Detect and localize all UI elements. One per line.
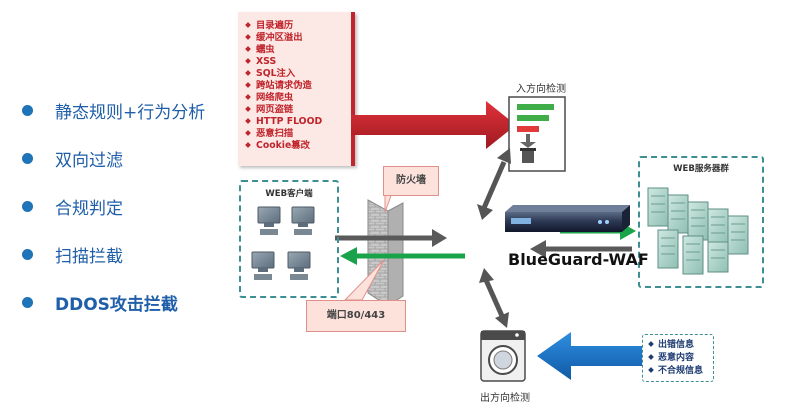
attack-item: Cookie篡改	[245, 140, 322, 152]
web-server-label: WEB服务器群	[673, 164, 729, 174]
attack-item: SQL注入	[245, 68, 322, 80]
feature-item: 扫描拦截	[22, 230, 242, 278]
diamond-bullet-icon	[648, 366, 654, 373]
outbound-item-label: 不合规信息	[658, 366, 704, 376]
inbound-detection-label: 入方向检测	[516, 84, 566, 95]
attack-label: 跨站请求伪造	[256, 80, 312, 91]
feature-item: 合规判定	[22, 182, 242, 230]
attack-label: 缓冲区溢出	[256, 32, 303, 43]
attack-label: 网络爬虫	[256, 92, 294, 103]
waf-appliance	[505, 205, 630, 232]
inbound-link-arrow	[477, 148, 511, 220]
attack-item: 目录遍历	[245, 20, 322, 32]
attack-label: SQL注入	[256, 68, 296, 79]
diamond-bullet-icon	[648, 353, 654, 360]
outbound-item: 出错信息	[648, 339, 713, 352]
outbound-item: 不合规信息	[648, 365, 713, 378]
attack-item: 网络爬虫	[245, 92, 322, 104]
feature-label: 扫描拦截	[55, 246, 123, 267]
server-racks	[647, 187, 749, 275]
feature-label: 双向过滤	[55, 150, 123, 171]
port-label: 端口80/443	[326, 310, 386, 321]
feature-item: 静态规则+行为分析	[22, 86, 242, 134]
inbound-detection-icon	[508, 96, 566, 172]
attack-label: 蠕虫	[256, 44, 275, 55]
attack-item: HTTP FLOOD	[245, 116, 323, 128]
client-pcs	[251, 206, 315, 280]
outbound-arrow	[537, 332, 643, 380]
pc-icon	[257, 206, 281, 235]
feature-label: DDOS攻击拦截	[55, 294, 178, 315]
feature-label: 静态规则+行为分析	[55, 102, 206, 123]
attack-arrow	[351, 101, 516, 149]
pc-icon	[287, 251, 311, 280]
port-callout: 端口80/443	[306, 300, 406, 332]
outbound-items-box: 出错信息 恶意内容 不合规信息	[642, 334, 714, 382]
outbound-item: 恶意内容	[648, 352, 713, 365]
attack-item: 蠕虫	[245, 44, 322, 56]
outbound-detection-icon	[480, 330, 526, 382]
feature-item: DDOS攻击拦截	[22, 278, 242, 326]
web-client-group: WEB客户端	[239, 180, 339, 298]
attack-item: 网页盗链	[245, 104, 322, 116]
client-traffic-arrows	[335, 229, 465, 265]
attack-label: 恶意扫描	[256, 128, 294, 139]
bullet-icon	[22, 152, 33, 164]
attack-label: XSS	[256, 56, 277, 67]
attack-label: 网页盗链	[256, 104, 294, 115]
attack-label: 目录遍历	[256, 20, 294, 31]
attack-item: 跨站请求伪造	[245, 80, 322, 92]
attack-label: Cookie篡改	[256, 140, 310, 151]
attack-label: HTTP FLOOD	[256, 116, 323, 127]
web-server-group: WEB服务器群	[638, 156, 764, 288]
bullet-icon	[22, 296, 33, 308]
attack-item: 缓冲区溢出	[245, 32, 322, 44]
bullet-icon	[22, 248, 33, 260]
waf-label: BlueGuard-WAF	[508, 250, 649, 269]
outbound-item-label: 恶意内容	[658, 353, 695, 363]
feature-list: 静态规则+行为分析 双向过滤 合规判定 扫描拦截 DDOS攻击拦截	[22, 86, 242, 326]
attack-types-box: 目录遍历 缓冲区溢出 蠕虫 XSS SQL注入 跨站请求伪造 网络爬虫 网页盗链…	[238, 12, 355, 166]
outbound-link-arrow	[479, 268, 509, 328]
bullet-icon	[22, 200, 33, 212]
outbound-item-label: 出错信息	[658, 340, 695, 350]
firewall-label: 防火墙	[396, 175, 426, 186]
outbound-detection-label: 出方向检测	[480, 393, 530, 404]
web-client-label: WEB客户端	[265, 189, 313, 199]
attack-item: 恶意扫描	[245, 128, 322, 140]
diamond-bullet-icon	[648, 340, 654, 347]
outbound-items-list: 出错信息 恶意内容 不合规信息	[643, 335, 713, 378]
attack-item: XSS	[245, 56, 322, 68]
feature-item: 双向过滤	[22, 134, 242, 182]
bullet-icon	[22, 104, 33, 116]
firewall-callout: 防火墙	[383, 166, 439, 196]
pc-icon	[291, 206, 315, 235]
feature-label: 合规判定	[55, 198, 123, 219]
firewall-wall	[367, 199, 404, 307]
attack-list: 目录遍历 缓冲区溢出 蠕虫 XSS SQL注入 跨站请求伪造 网络爬虫 网页盗链…	[245, 20, 323, 152]
pc-icon	[251, 251, 275, 280]
